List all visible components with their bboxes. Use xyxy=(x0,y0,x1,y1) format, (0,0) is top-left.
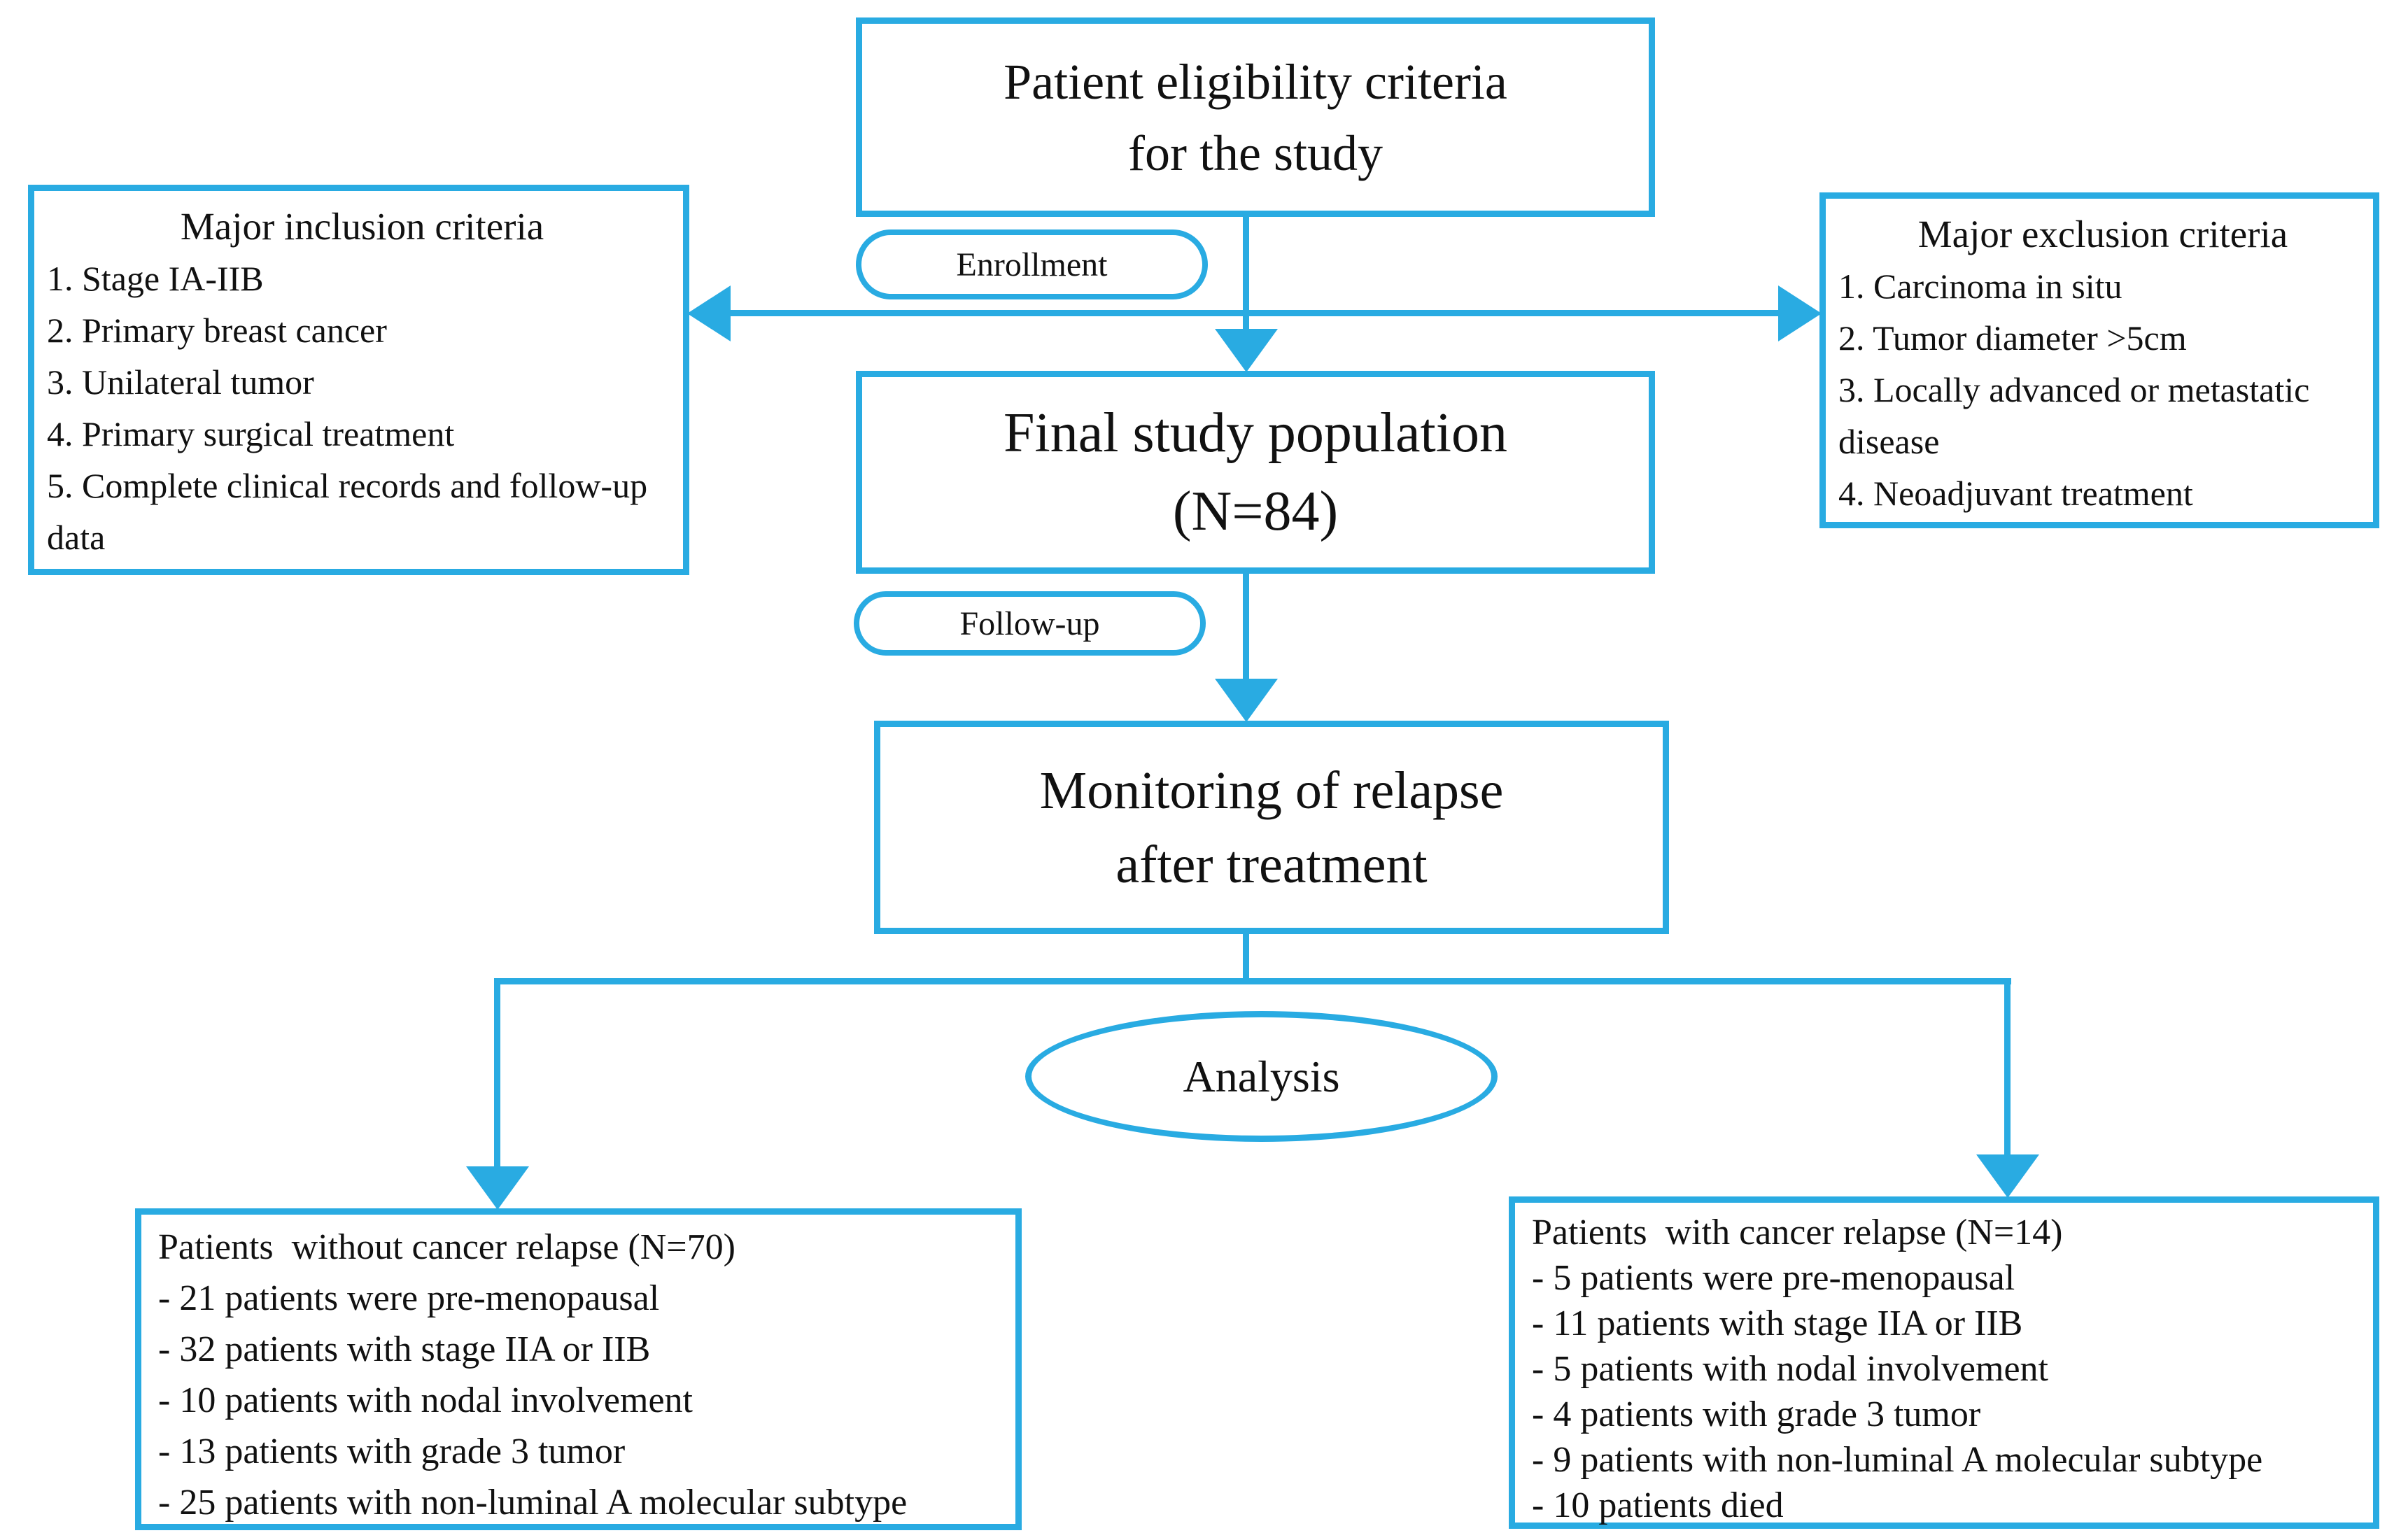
no-relapse-item: - 10 patients with nodal involvement xyxy=(158,1380,693,1420)
final-study-population-line1: Final study population xyxy=(1004,402,1507,464)
no-relapse-item: - 13 patients with grade 3 tumor xyxy=(158,1432,626,1471)
no-relapse-item: - 21 patients were pre-menopausal xyxy=(158,1278,660,1318)
exclusion-criteria-box: Major exclusion criteria 1. Carcinoma in… xyxy=(1819,192,2379,528)
relapse-item: - 10 patients died xyxy=(1532,1485,1784,1525)
monitoring-relapse-line2: after treatment xyxy=(1115,835,1428,894)
inclusion-item: 5. Complete clinical records and follow-… xyxy=(47,466,656,557)
enrollment-stage-pill: Enrollment xyxy=(856,229,1208,299)
exclusion-item: 4. Neoadjuvant treatment xyxy=(1838,474,2193,513)
analysis-stage-label: Analysis xyxy=(1183,1051,1340,1101)
connector-final-to-monitoring-line xyxy=(1243,572,1249,683)
arrowhead-right-into-exclusion-icon xyxy=(1778,285,1822,341)
enrollment-stage-label: Enrollment xyxy=(956,246,1108,283)
final-study-population-line2: (N=84) xyxy=(1172,481,1339,542)
connector-branch-horizontal-line xyxy=(494,978,2011,984)
relapse-title: Patients with cancer relapse (N=14) xyxy=(1532,1213,2063,1252)
inclusion-criteria-box: Major inclusion criteria 1. Stage IA-IIB… xyxy=(28,185,689,575)
relapse-item: - 11 patients with stage IIA or IIB xyxy=(1532,1304,2023,1343)
relapse-item: - 5 patients with nodal involvement xyxy=(1532,1349,2048,1389)
no-relapse-summary-box: Patients without cancer relapse (N=70) -… xyxy=(135,1208,1022,1530)
followup-stage-label: Follow-up xyxy=(959,605,1100,642)
connector-left-drop-line xyxy=(494,978,500,1170)
connector-right-drop-line xyxy=(2004,978,2011,1157)
monitoring-relapse-box: Monitoring of relapse after treatment xyxy=(874,721,1669,934)
patient-eligibility-box: Patient eligibility criteria for the stu… xyxy=(856,17,1655,217)
relapse-summary-box: Patients with cancer relapse (N=14) - 5 … xyxy=(1509,1196,2379,1529)
inclusion-item: 2. Primary breast cancer xyxy=(47,311,387,350)
relapse-item: - 9 patients with non-luminal A molecula… xyxy=(1532,1440,2263,1480)
arrowhead-down-into-relapse-icon xyxy=(1976,1154,2039,1198)
no-relapse-title: Patients without cancer relapse (N=70) xyxy=(158,1227,735,1267)
arrowhead-down-into-no-relapse-icon xyxy=(466,1166,529,1210)
connector-enrollment-horizontal-line xyxy=(726,310,1783,316)
arrowhead-down-into-monitoring-icon xyxy=(1215,679,1278,722)
inclusion-criteria-title: Major inclusion criteria xyxy=(180,205,544,248)
arrowhead-down-into-final-icon xyxy=(1215,329,1278,372)
relapse-item: - 5 patients were pre-menopausal xyxy=(1532,1258,2015,1298)
relapse-item: - 4 patients with grade 3 tumor xyxy=(1532,1394,1981,1434)
connector-monitoring-stub-line xyxy=(1243,933,1249,984)
inclusion-item: 1. Stage IA-IIB xyxy=(47,259,264,298)
exclusion-item: 1. Carcinoma in situ xyxy=(1838,267,2122,306)
connector-top-to-final-line xyxy=(1243,216,1249,333)
patient-eligibility-line1: Patient eligibility criteria xyxy=(1004,53,1507,110)
exclusion-criteria-title: Major exclusion criteria xyxy=(1917,213,2288,255)
patient-eligibility-line2: for the study xyxy=(1128,125,1383,181)
exclusion-item: 3. Locally advanced or metastatic diseas… xyxy=(1838,370,2318,461)
inclusion-item: 4. Primary surgical treatment xyxy=(47,414,455,453)
monitoring-relapse-line1: Monitoring of relapse xyxy=(1039,761,1504,820)
no-relapse-item: - 25 patients with non-luminal A molecul… xyxy=(158,1483,908,1523)
arrowhead-left-into-inclusion-icon xyxy=(687,285,731,341)
inclusion-item: 3. Unilateral tumor xyxy=(47,362,314,402)
no-relapse-item: - 32 patients with stage IIA or IIB xyxy=(158,1329,651,1369)
exclusion-item: 2. Tumor diameter >5cm xyxy=(1838,318,2187,358)
final-study-population-box: Final study population (N=84) xyxy=(856,371,1655,574)
followup-stage-pill: Follow-up xyxy=(854,591,1206,656)
analysis-stage-ellipse: Analysis xyxy=(1025,1011,1498,1142)
